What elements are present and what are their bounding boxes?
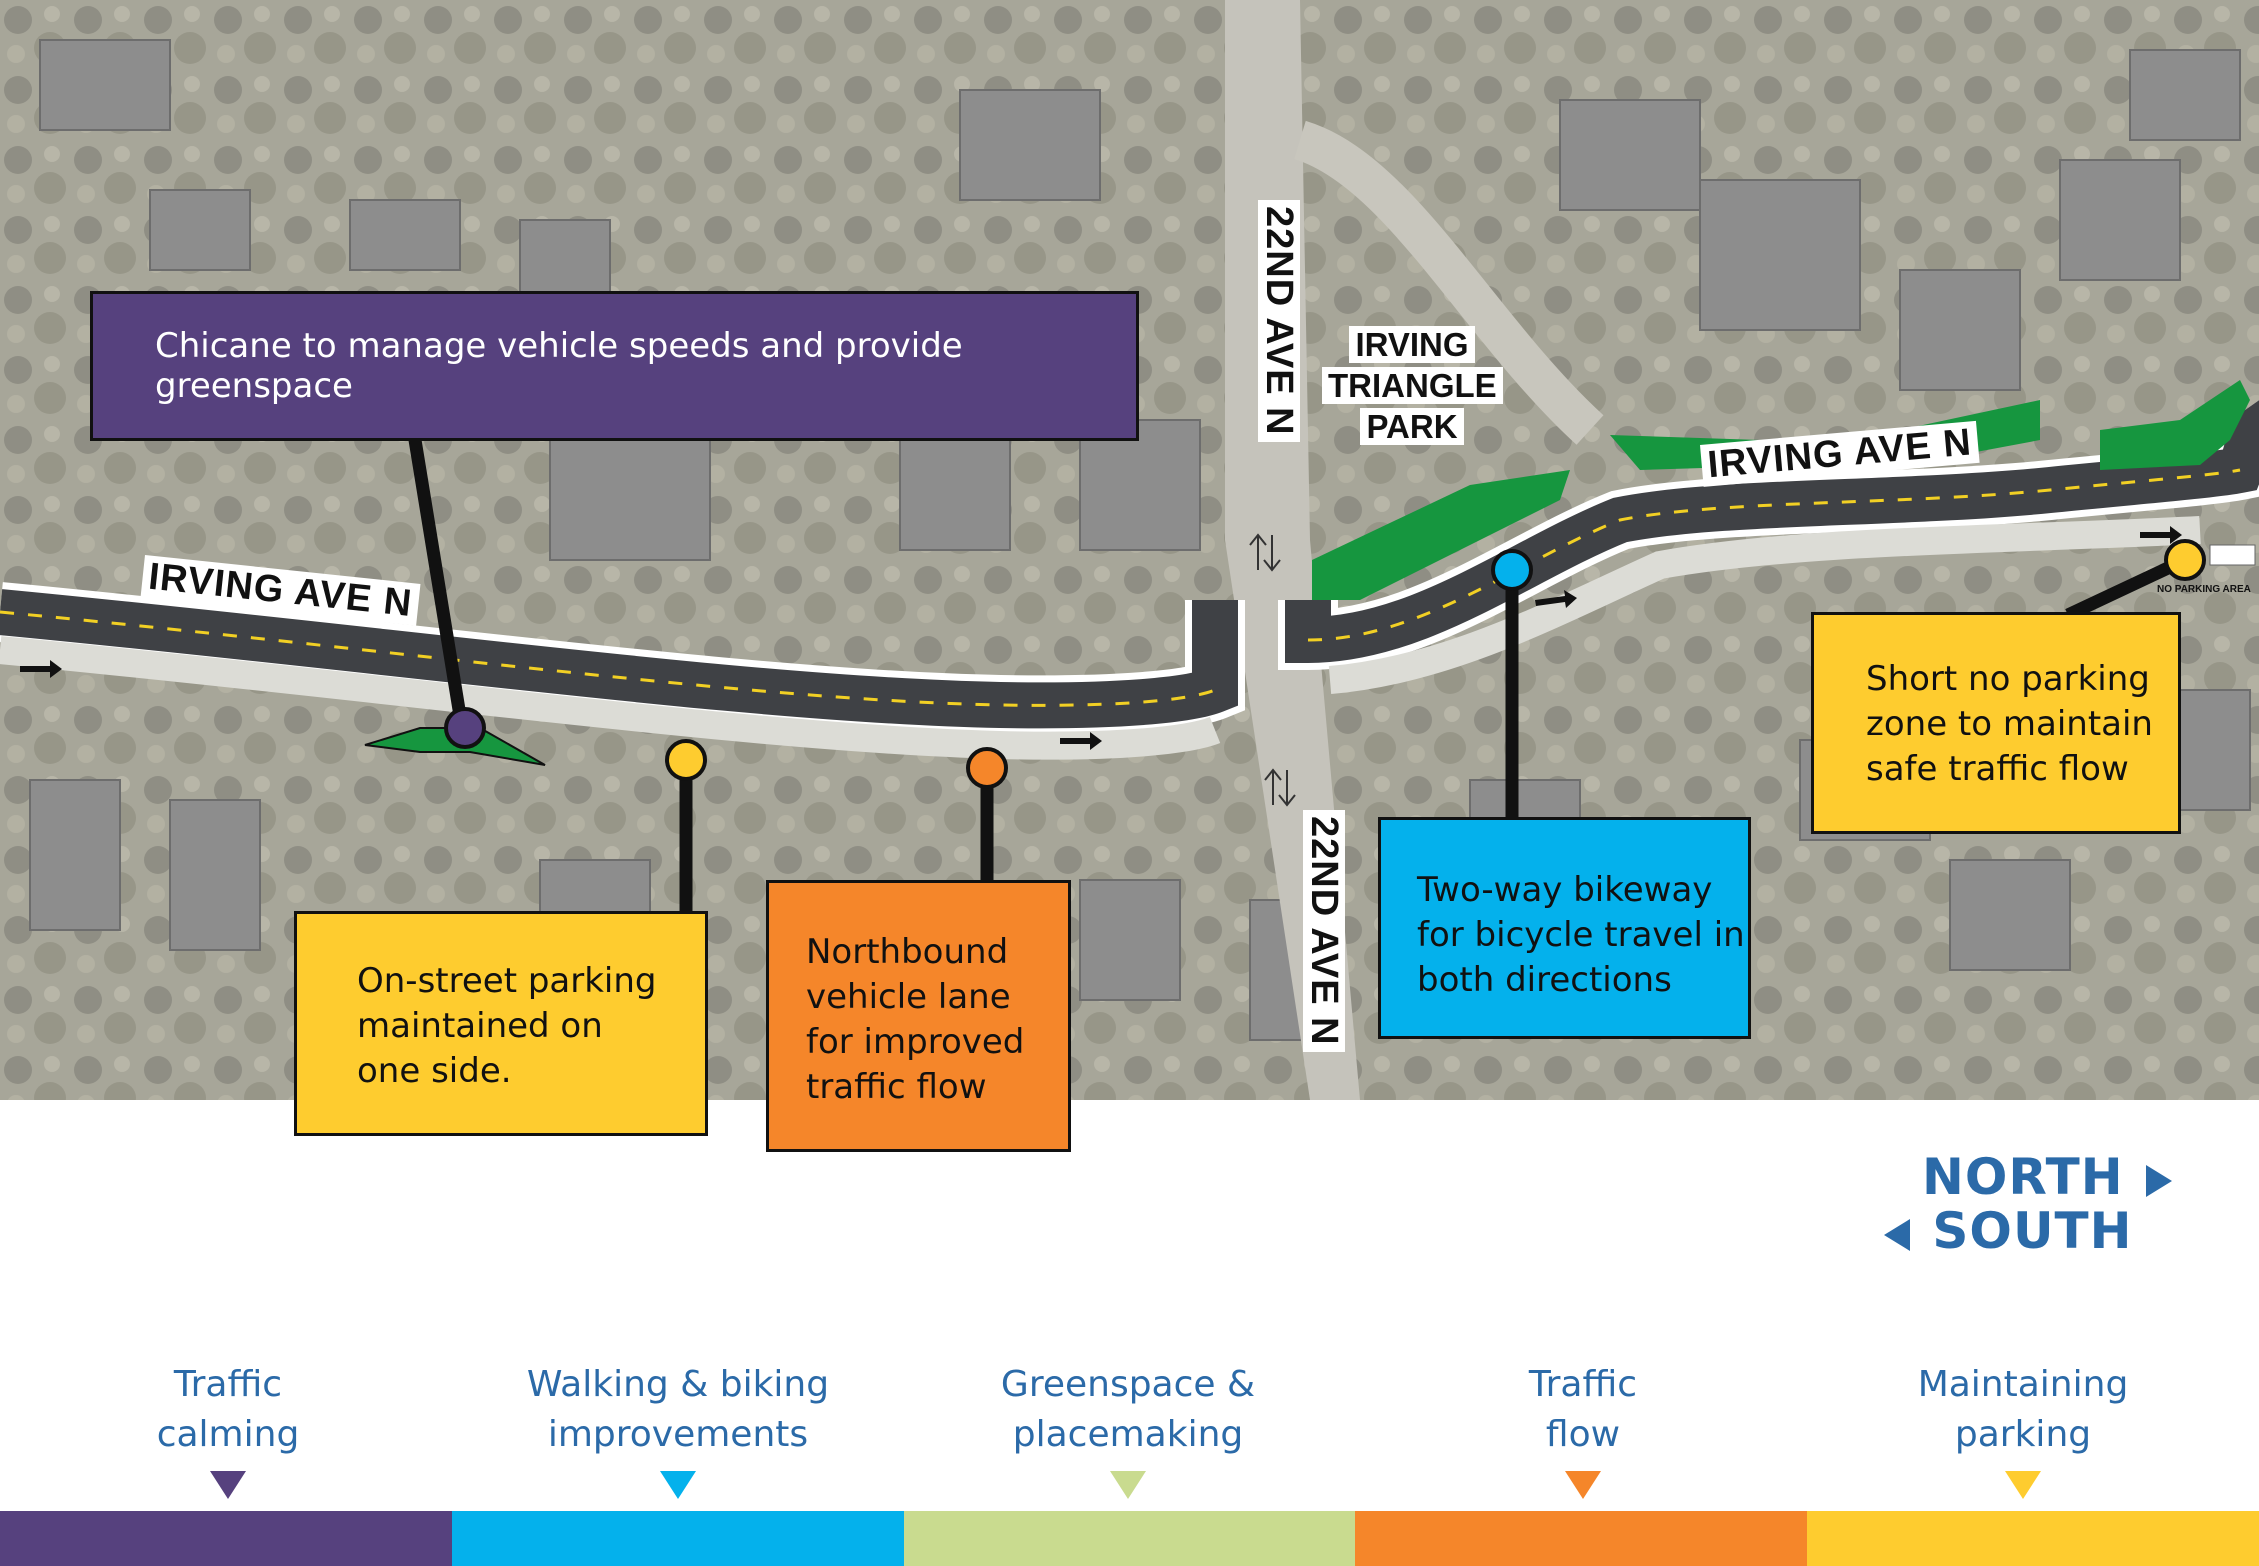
callout-on-street-parking: On-street parking maintained on one side… — [294, 911, 708, 1136]
callout-northbound-text: Northbound vehicle lane for improved tra… — [806, 932, 1025, 1107]
callout-no-parking-zone: Short no parking zone to maintain safe t… — [1811, 612, 2181, 834]
park-label-line1: IRVING — [1349, 326, 1475, 363]
compass-south-label: SOUTH — [1932, 1202, 2133, 1260]
arrow-left-icon — [1884, 1218, 1910, 1251]
street-label-22nd-bottom: 22ND AVE N — [1302, 810, 1345, 1052]
chicane-greenspace — [364, 727, 546, 766]
callout-bikeway-text: Two-way bikeway for bicycle travel in bo… — [1417, 870, 1745, 1000]
legend-label-traffic-calming: Traffic calming — [156, 1364, 300, 1455]
compass-south: SOUTH — [1880, 1202, 2133, 1260]
arrow-right-icon — [2145, 1164, 2172, 1197]
lane-dashes-left — [0, 610, 1216, 707]
direction-arrows — [20, 526, 2182, 750]
legend-band-maintaining-parking — [1807, 1511, 2259, 1566]
compass-north: NORTH — [1922, 1148, 2176, 1206]
callout-two-way-bikeway: Two-way bikeway for bicycle travel in bo… — [1378, 817, 1751, 1039]
no-parking-hatch — [2209, 544, 2256, 566]
northbound-lane-left — [0, 636, 1221, 760]
greenspace-strip-3 — [2100, 380, 2250, 470]
northbound-lane-right — [1328, 516, 2201, 694]
legend-band-traffic-calming — [0, 1511, 452, 1566]
legend-band-greenspace — [904, 1511, 1355, 1566]
legend-marker-greenspace — [1110, 1471, 1146, 1499]
callout-parking-text: On-street parking maintained on one side… — [357, 961, 657, 1091]
callout-chicane-text: Chicane to manage vehicle speeds and pro… — [155, 326, 963, 406]
legend-label-walking-biking: Walking & biking improvements — [526, 1364, 830, 1455]
callout-northbound-lane: Northbound vehicle lane for improved tra… — [766, 880, 1071, 1152]
two-way-arrow-icons — [1249, 533, 1296, 807]
legend-band-traffic-flow — [1355, 1511, 1807, 1566]
callout-markers — [444, 539, 2206, 789]
park-label-line3: PARK — [1360, 408, 1464, 445]
legend-label-maintaining-parking: Maintaining parking — [1917, 1364, 2129, 1455]
park-label: IRVING TRIANGLE PARK — [1322, 324, 1503, 447]
legend-band-walking-biking — [452, 1511, 904, 1566]
legend-label-traffic-flow: Traffic flow — [1528, 1364, 1638, 1455]
legend-marker-traffic-calming — [210, 1471, 246, 1499]
lane-dashes-right — [1307, 468, 2241, 642]
legend-marker-maintaining-parking — [2005, 1471, 2041, 1499]
street-label-22nd-top: 22ND AVE N — [1257, 200, 1300, 442]
park-label-line2: TRIANGLE — [1322, 367, 1503, 404]
legend-marker-walking-biking — [660, 1471, 696, 1499]
callout-no-parking-text: Short no parking zone to maintain safe t… — [1866, 659, 2153, 789]
legend-marker-traffic-flow — [1565, 1471, 1601, 1499]
curved-street — [1293, 120, 1604, 445]
legend-label-greenspace: Greenspace & placemaking — [1000, 1364, 1256, 1455]
greenspace-strip-1 — [1312, 470, 1570, 600]
compass-north-label: NORTH — [1922, 1148, 2124, 1206]
callout-chicane: Chicane to manage vehicle speeds and pro… — [90, 291, 1139, 441]
no-parking-area-label: NO PARKING AREA — [2157, 584, 2251, 595]
